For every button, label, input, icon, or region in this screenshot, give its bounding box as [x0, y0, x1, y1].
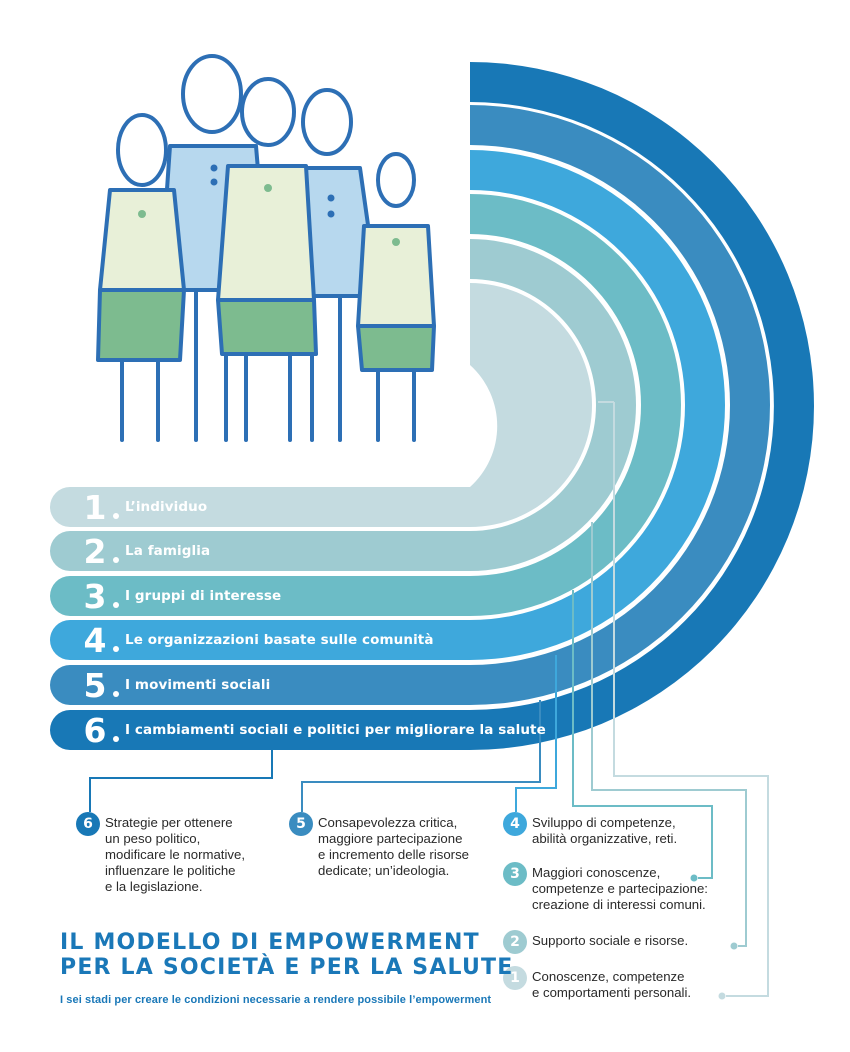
stage-label-5: 5 I movimenti sociali	[0, 665, 271, 705]
dot-icon	[113, 513, 119, 519]
stage-number: 6	[83, 710, 107, 750]
people-group-icon	[96, 54, 436, 442]
connector-4	[515, 655, 557, 812]
connector-6	[89, 740, 273, 812]
dot-icon	[113, 557, 119, 563]
note-text: Maggiori conoscenze, competenze e partec…	[532, 865, 708, 912]
note-3: 3 Maggiori conoscenze, competenze e part…	[503, 862, 743, 913]
page-title: IL MODELLO DI EMPOWERMENT PER LA SOCIETÀ…	[60, 930, 514, 980]
note-badge: 4	[503, 812, 527, 836]
arc-band-2	[50, 239, 636, 571]
connector-2	[591, 522, 747, 947]
stage-label-6: 6 I cambiamenti sociali e politici per m…	[0, 710, 546, 750]
connector-dots	[690, 874, 738, 1000]
title-line-1: IL MODELLO DI EMPOWERMENT	[60, 930, 480, 955]
note-text: Strategie per ottenere un peso politico,…	[105, 815, 245, 894]
dot-icon	[113, 691, 119, 697]
connector-1	[598, 401, 769, 997]
page-subtitle: I sei stadi per creare le condizioni nec…	[60, 994, 492, 1006]
stage-number: 2	[83, 531, 107, 571]
stage-text: La famiglia	[125, 543, 211, 559]
dot-icon	[113, 646, 119, 652]
note-badge: 2	[503, 930, 527, 954]
note-1: 1 Conoscenze, competenze e comportamenti…	[503, 966, 733, 1001]
note-badge: 3	[503, 862, 527, 886]
stage-number: 3	[83, 576, 107, 616]
title-line-2: PER LA SOCIETÀ E PER LA SALUTE	[60, 955, 514, 980]
note-2: 2 Supporto sociale e risorse.	[503, 930, 733, 954]
dot-icon	[113, 602, 119, 608]
note-text: Sviluppo di competenze, abilità organizz…	[532, 815, 678, 846]
stage-number: 4	[83, 620, 107, 660]
stage-number: 5	[83, 665, 107, 705]
note-badge: 6	[76, 812, 100, 836]
stage-text: L’individuo	[125, 499, 208, 515]
note-badge: 5	[289, 812, 313, 836]
connector-lines	[89, 401, 769, 997]
stage-number: 1	[83, 487, 107, 527]
connector-3	[572, 590, 713, 879]
stage-label-2: 2 La famiglia	[0, 531, 211, 571]
stage-text: I movimenti sociali	[125, 677, 271, 693]
stage-label-3: 3 I gruppi di interesse	[0, 576, 282, 616]
note-text: Conoscenze, competenze e comportamenti p…	[532, 969, 692, 1000]
stage-text: I cambiamenti sociali e politici per mig…	[125, 722, 546, 738]
stage-label-1: 1 L’individuo	[0, 487, 208, 527]
note-5: 5 Consapevolezza critica, maggiore parte…	[289, 812, 504, 879]
note-badge: 1	[503, 966, 527, 990]
note-4: 4 Sviluppo di competenze, abilità organi…	[503, 812, 723, 847]
note-text: Consapevolezza critica, maggiore parteci…	[318, 815, 469, 878]
arc-band-1	[50, 283, 592, 527]
connector-5	[301, 700, 541, 812]
stage-text: I gruppi di interesse	[125, 588, 282, 604]
note-text: Supporto sociale e risorse.	[532, 933, 689, 948]
note-6: 6 Strategie per ottenere un peso politic…	[76, 812, 276, 895]
stage-label-4: 4 Le organizzazioni basate sulle comunit…	[0, 620, 434, 660]
stage-text: Le organizzazioni basate sulle comunità	[125, 632, 434, 648]
dot-icon	[113, 736, 119, 742]
arc-bands	[50, 62, 814, 750]
